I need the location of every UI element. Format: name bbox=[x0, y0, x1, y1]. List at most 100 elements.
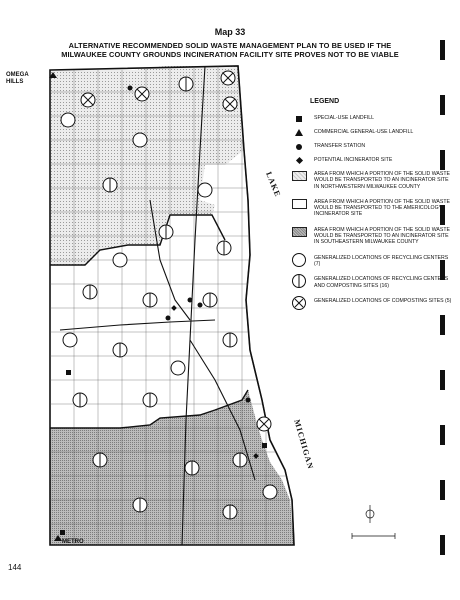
recycling-composting-site bbox=[216, 240, 232, 256]
recycling-composting-site bbox=[202, 292, 218, 308]
composting-site bbox=[134, 86, 150, 102]
binding-mark bbox=[440, 150, 445, 170]
legend-label: GENERALIZED LOCATIONS OF COMPOSTING SITE… bbox=[314, 297, 452, 304]
legend-label: COMMERCIAL GENERAL-USE LANDFILL bbox=[314, 129, 414, 135]
legend-item: AREA FROM WHICH A PORTION OF THE SOLID W… bbox=[292, 171, 452, 190]
map-number: Map 33 bbox=[214, 27, 246, 37]
diamond-icon bbox=[295, 156, 304, 165]
binding-mark bbox=[440, 315, 445, 335]
legend-item: GENERALIZED LOCATIONS OF RECYCLING CENTE… bbox=[292, 274, 452, 289]
recycling-composting-site bbox=[142, 292, 158, 308]
legend-item: AREA FROM WHICH A PORTION OF THE SOLID W… bbox=[292, 226, 452, 246]
commercial-landfill bbox=[49, 72, 57, 78]
white-swatch bbox=[292, 198, 307, 209]
legend-item: SPECIAL-USE LANDFILL bbox=[292, 115, 452, 123]
composting-site bbox=[256, 416, 272, 432]
region-boundary-south bbox=[50, 389, 249, 429]
recycling-composting-site bbox=[142, 392, 158, 408]
legend-label: TRANSFER STATION bbox=[314, 143, 366, 149]
transfer-station bbox=[187, 297, 193, 303]
legend-item: AREA FROM WHICH A PORTION OF THE SOLID W… bbox=[292, 198, 452, 218]
transfer-station bbox=[245, 397, 251, 403]
dark-shade-swatch bbox=[292, 226, 307, 237]
binding-mark bbox=[440, 425, 445, 445]
special-use-landfill bbox=[60, 530, 65, 535]
transfer-station bbox=[165, 315, 171, 321]
circle-bar-icon bbox=[292, 274, 306, 289]
recycling-center bbox=[262, 484, 278, 500]
transfer-station bbox=[197, 302, 203, 308]
legend: LEGEND SPECIAL-USE LANDFILL COMMERCIAL G… bbox=[292, 98, 452, 315]
binding-mark bbox=[440, 260, 445, 280]
page-number: 144 bbox=[8, 563, 22, 572]
light-shade-swatch bbox=[292, 171, 307, 181]
scale-and-north-arrow bbox=[351, 505, 396, 539]
map-title-line-1: ALTERNATIVE RECOMMENDED SOLID WASTE MANA… bbox=[68, 41, 392, 50]
square-icon bbox=[296, 116, 302, 122]
recycling-center bbox=[170, 360, 186, 376]
recycling-center bbox=[62, 332, 78, 348]
composting-site bbox=[220, 70, 236, 86]
legend-label: AREA FROM WHICH A PORTION OF THE SOLID W… bbox=[314, 171, 450, 190]
circle-icon bbox=[292, 252, 306, 267]
street-grid bbox=[50, 66, 293, 545]
composting-site bbox=[80, 92, 96, 108]
region-northwest bbox=[50, 66, 244, 265]
recycling-composting-site bbox=[178, 76, 194, 92]
omega-hills-label: OMEGA HILLS bbox=[6, 72, 29, 86]
legend-label: AREA FROM WHICH A PORTION OF THE SOLID W… bbox=[314, 198, 450, 218]
incinerator-site bbox=[253, 453, 259, 459]
transfer-station bbox=[127, 85, 133, 91]
legend-item: COMMERCIAL GENERAL-USE LANDFILL bbox=[292, 129, 452, 137]
special-use-landfill bbox=[66, 370, 71, 375]
binding-mark bbox=[440, 95, 445, 115]
composting-sites bbox=[80, 70, 272, 432]
metro-label: METRO bbox=[62, 539, 84, 545]
legend-label: AREA FROM WHICH A PORTION OF THE SOLID W… bbox=[314, 226, 450, 246]
legend-label: SPECIAL-USE LANDFILL bbox=[314, 115, 374, 121]
circle-x-icon bbox=[292, 295, 306, 310]
recycling-center bbox=[197, 182, 213, 198]
recycling-composting-site bbox=[232, 452, 248, 468]
composting-site bbox=[222, 96, 238, 112]
recycling-composting-site bbox=[184, 460, 200, 476]
legend-item: POTENTIAL INCINERATOR SITE bbox=[292, 156, 452, 165]
incinerator-site bbox=[171, 305, 177, 311]
recycling-composting-site bbox=[132, 497, 148, 513]
recycling-composting-site bbox=[222, 332, 238, 348]
recycling-composting-sites bbox=[72, 76, 248, 520]
recycling-composting-site bbox=[102, 177, 118, 193]
legend-item: GENERALIZED LOCATIONS OF RECYCLING CENTE… bbox=[292, 252, 452, 268]
commercial-landfill bbox=[54, 535, 62, 541]
omega-hills-line-2: HILLS bbox=[6, 79, 24, 85]
legend-item: GENERALIZED LOCATIONS OF COMPOSTING SITE… bbox=[292, 295, 452, 310]
map-title-line-2: MILWAUKEE COUNTY GROUNDS INCINERATION FA… bbox=[61, 50, 399, 59]
recycling-center bbox=[112, 252, 128, 268]
recycling-composting-site bbox=[112, 342, 128, 358]
binding-mark bbox=[440, 535, 445, 555]
legend-title: LEGEND bbox=[310, 98, 340, 105]
binding-mark bbox=[440, 370, 445, 390]
triangle-icon bbox=[295, 129, 303, 136]
recycling-centers bbox=[60, 112, 278, 500]
binding-mark bbox=[440, 480, 445, 500]
lakeshore bbox=[237, 65, 295, 546]
map-title: ALTERNATIVE RECOMMENDED SOLID WASTE MANA… bbox=[0, 41, 460, 59]
omega-hills-line-1: OMEGA bbox=[6, 72, 29, 78]
recycling-center bbox=[132, 132, 148, 148]
region-americology bbox=[50, 215, 248, 428]
legend-label: POTENTIAL INCINERATOR SITE bbox=[314, 157, 393, 163]
recycling-composting-site bbox=[158, 224, 174, 240]
special-use-landfill bbox=[262, 443, 267, 448]
binding-mark bbox=[440, 40, 445, 60]
legend-label: GENERALIZED LOCATIONS OF RECYCLING CENTE… bbox=[314, 276, 449, 289]
recycling-center bbox=[60, 112, 76, 128]
binding-mark bbox=[440, 205, 445, 225]
landfills-and-stations bbox=[49, 72, 267, 541]
region-boundary bbox=[50, 214, 226, 266]
recycling-composting-site bbox=[222, 504, 238, 520]
recycling-composting-site bbox=[92, 452, 108, 468]
recycling-composting-site bbox=[72, 392, 88, 408]
dot-icon bbox=[296, 144, 302, 150]
